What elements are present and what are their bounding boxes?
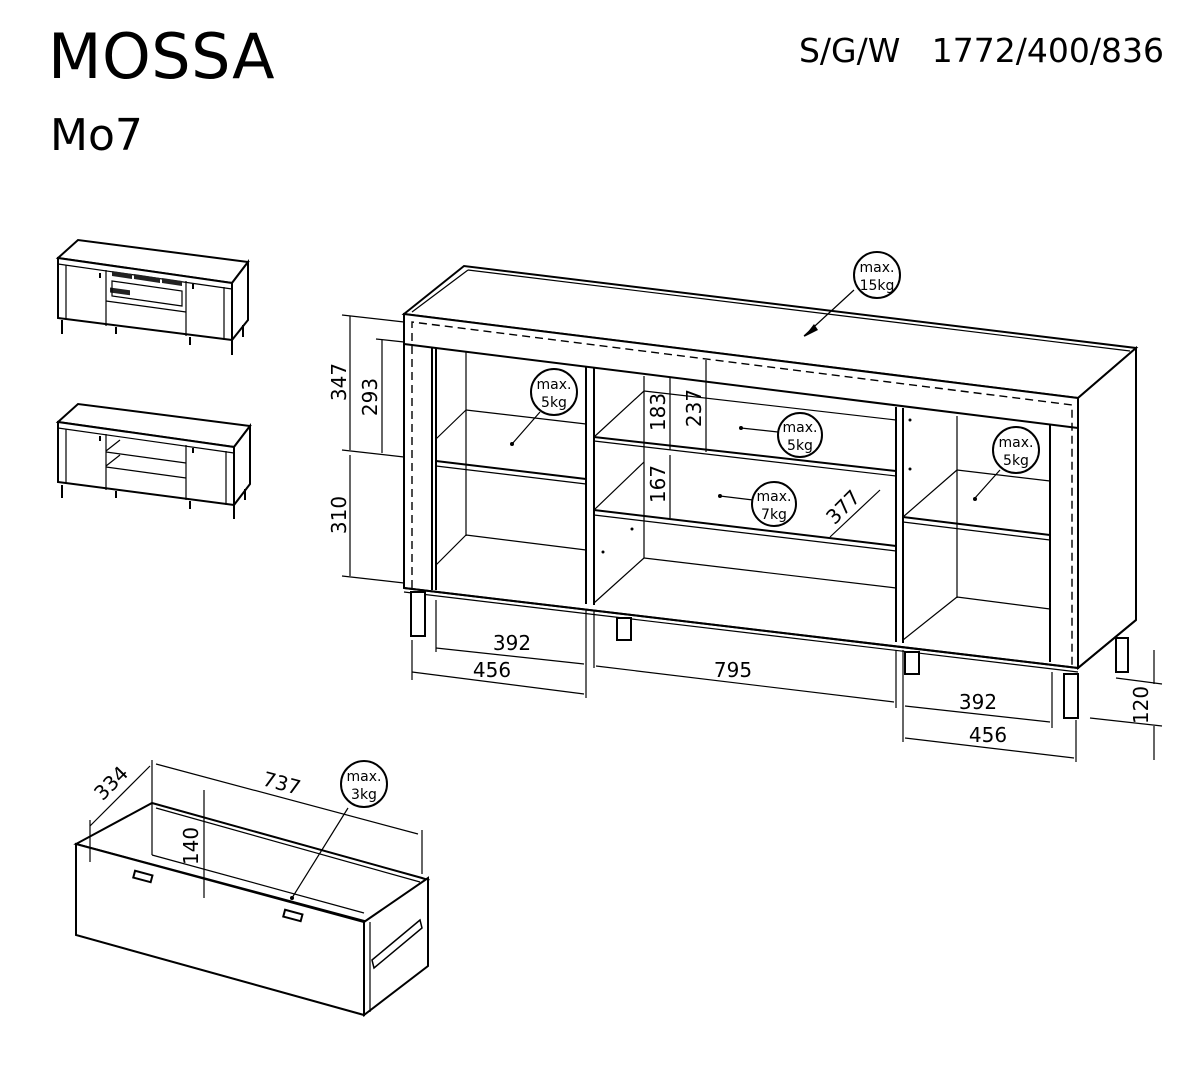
svg-text:456: 456 (969, 723, 1007, 747)
svg-text:7kg: 7kg (761, 507, 787, 523)
svg-text:15kg: 15kg (860, 278, 895, 294)
load-badge-center-lower-shelf: max. 7kg (718, 481, 797, 527)
svg-text:5kg: 5kg (787, 438, 813, 454)
svg-text:183: 183 (646, 393, 670, 431)
product-name: MOSSA (48, 20, 276, 93)
svg-text:5kg: 5kg (541, 395, 567, 411)
svg-text:5kg: 5kg (1003, 453, 1029, 469)
svg-text:795: 795 (714, 658, 752, 682)
variant-open-shelves-thumbnail (55, 402, 252, 519)
load-badge-top: max. 15kg (803, 251, 901, 337)
svg-text:max.: max. (999, 435, 1034, 451)
svg-text:max.: max. (757, 489, 792, 505)
svg-text:max.: max. (537, 377, 572, 393)
svg-text:140: 140 (179, 827, 203, 865)
svg-text:167: 167 (646, 465, 670, 503)
svg-text:293: 293 (358, 378, 382, 416)
variant-closed-front-thumbnail (55, 238, 250, 355)
dimension-lines-main: 347 293 310 183 237 167 377 392 456 795 … (327, 314, 1163, 762)
svg-text:347: 347 (327, 363, 351, 401)
svg-text:237: 237 (682, 389, 706, 427)
drawer-view: 334 737 140 max. 3kg (73, 760, 431, 1018)
spec-line: S/G/W 1772/400/836 (798, 31, 1164, 70)
load-badge-right-shelf: max. 5kg (973, 426, 1040, 501)
svg-text:392: 392 (959, 690, 997, 714)
svg-text:310: 310 (327, 496, 351, 534)
svg-text:737: 737 (260, 767, 303, 800)
svg-text:max.: max. (860, 260, 895, 276)
svg-text:max.: max. (347, 769, 382, 785)
model-code: Mo7 (50, 110, 143, 161)
svg-text:max.: max. (783, 420, 818, 436)
svg-text:392: 392 (493, 631, 531, 655)
svg-text:334: 334 (89, 761, 133, 805)
svg-text:120: 120 (1129, 686, 1153, 724)
load-badge-left-shelf: max. 5kg (510, 368, 578, 446)
svg-text:3kg: 3kg (351, 787, 377, 803)
svg-text:456: 456 (473, 658, 511, 682)
load-badge-center-upper-shelf: max. 5kg (739, 412, 823, 458)
